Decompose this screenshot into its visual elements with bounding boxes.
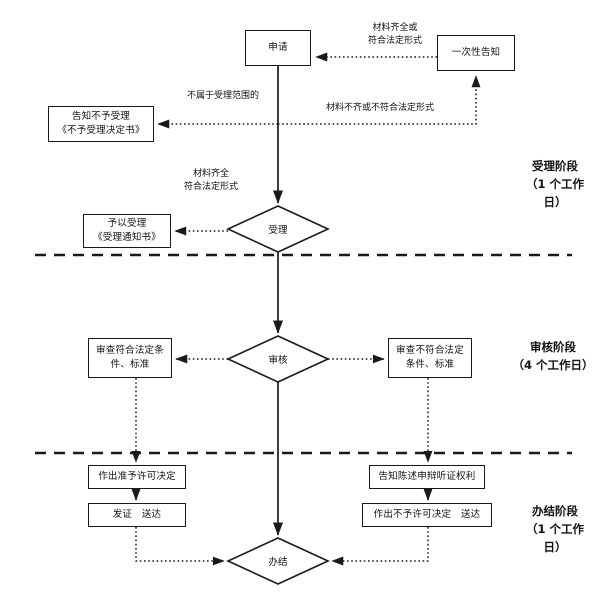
node-review-fail-label-line2: 条件、标准: [405, 359, 455, 370]
node-review-pass[interactable]: 审查符合法定条 件、标准: [88, 338, 172, 378]
node-accept-diamond: [226, 205, 330, 253]
stage-closing-line2: （1 个工作: [525, 521, 584, 536]
edge-label-materials-incomplete-text: 材料不齐或不符合法定形式: [325, 103, 434, 113]
node-apply[interactable]: 申请: [245, 30, 311, 66]
node-reject-notice[interactable]: 告知不予受理 《不予受理决定书》: [48, 106, 154, 142]
node-review-diamond: [226, 335, 330, 383]
node-complete-diamond: [226, 537, 330, 585]
node-one-time-notice[interactable]: 一次性告知: [437, 35, 515, 71]
node-reject-notice-label-line2: 《不予受理决定书》: [57, 125, 145, 136]
stage-closing-line3: 日）: [543, 539, 567, 554]
node-issue-deliver[interactable]: 发证 送达: [88, 503, 186, 527]
node-accept-notice[interactable]: 予以受理 《受理通知书》: [83, 214, 171, 248]
node-review-fail-label-line1: 审查不符合法定: [396, 345, 464, 357]
stage-caption-closing: 办结阶段 （1 个工作 日）: [515, 503, 595, 556]
node-grant-decision-label: 作出准予许可决定: [98, 471, 176, 483]
edge-deny-to-complete: [331, 527, 429, 566]
stage-caption-review: 审核阶段 （4 个工作日）: [505, 339, 601, 375]
stage-acceptance-line2: （1 个工作: [525, 176, 584, 191]
node-deny-decision-label: 作出不予许可决定 送达: [373, 509, 481, 521]
edge-label-materials-complete-line1: 材料齐全: [192, 169, 229, 179]
edge-label-materials-complete: 材料齐全 符合法定形式: [166, 168, 256, 194]
node-rights-notice[interactable]: 告知陈述申辩听证权利: [369, 465, 485, 489]
node-one-time-notice-label: 一次性告知: [451, 47, 501, 59]
stage-caption-acceptance: 受理阶段 （1 个工作 日）: [515, 158, 595, 211]
node-rights-notice-label: 告知陈述申辩听证权利: [378, 471, 476, 483]
edge-label-materials-incomplete: 材料不齐或不符合法定形式: [300, 102, 460, 115]
stage-acceptance-line1: 受理阶段: [532, 159, 578, 173]
node-issue-deliver-label: 发证 送达: [112, 509, 162, 521]
node-grant-decision[interactable]: 作出准予许可决定: [88, 465, 186, 489]
node-reject-notice-label-line1: 告知不予受理: [71, 111, 131, 123]
edge-incomplete-to-onetime-notice: [278, 75, 481, 125]
stage-acceptance-line3: 日）: [543, 194, 567, 209]
edge-label-line1: 材料齐全或: [372, 23, 418, 33]
edge-issue-to-complete: [135, 527, 225, 566]
stage-review-line1: 审核阶段: [530, 340, 576, 354]
edge-label-out-of-scope: 不属于受理范围的: [168, 90, 278, 103]
node-accept-notice-label-line1: 予以受理: [107, 218, 147, 230]
node-deny-decision[interactable]: 作出不予许可决定 送达: [362, 503, 492, 527]
edge-label-materials-complete-line2: 符合法定形式: [183, 182, 238, 193]
edge-label-out-of-scope-text: 不属于受理范围的: [186, 91, 259, 101]
edge-label-materials-complete-or-legal: 材料齐全或 符合法定形式: [340, 22, 450, 48]
node-apply-label: 申请: [268, 42, 288, 54]
node-review-pass-label-line2: 件、标准: [110, 359, 150, 370]
stage-review-line2: （4 个工作日）: [512, 357, 594, 372]
stage-closing-line1: 办结阶段: [532, 504, 578, 518]
node-review-fail[interactable]: 审查不符合法定 条件、标准: [388, 338, 472, 378]
node-accept-notice-label-line2: 《受理通知书》: [93, 232, 161, 243]
node-review-pass-label-line1: 审查符合法定条: [96, 345, 164, 357]
edge-label-line2: 符合法定形式: [367, 36, 422, 47]
